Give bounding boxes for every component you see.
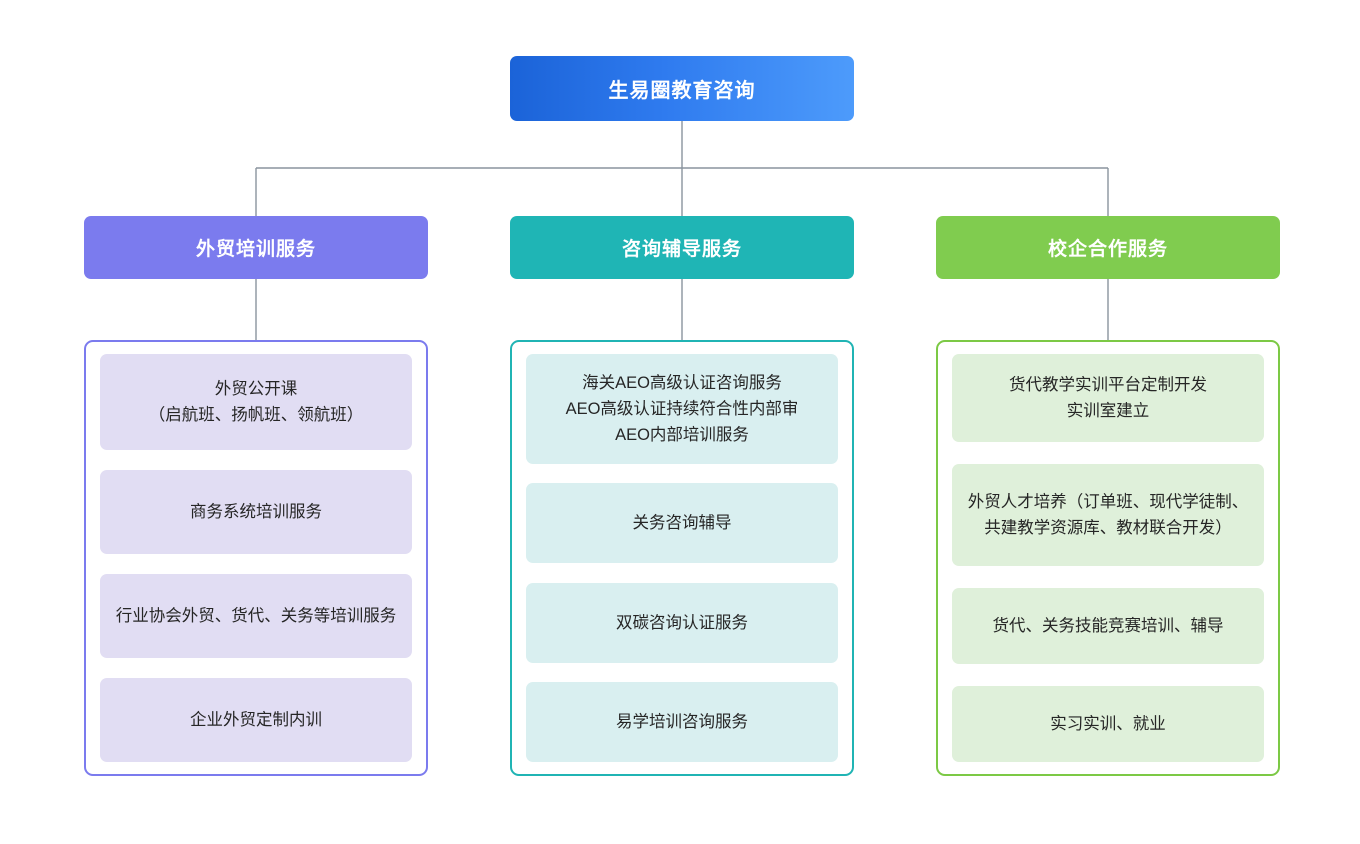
- list-item[interactable]: 货代教学实训平台定制开发 实训室建立: [952, 354, 1264, 442]
- branch-header-consulting[interactable]: 咨询辅导服务: [510, 216, 854, 279]
- list-item[interactable]: 双碳咨询认证服务: [526, 582, 838, 663]
- branch-column-training: 外贸培训服务 外贸公开课 （启航班、扬帆班、领航班） 商务系统培训服务 行业协会…: [84, 216, 428, 776]
- list-item[interactable]: 货代、关务技能竞赛培训、辅导: [952, 588, 1264, 664]
- list-item[interactable]: 外贸公开课 （启航班、扬帆班、领航班）: [100, 354, 412, 450]
- branch-panel-training: 外贸公开课 （启航班、扬帆班、领航班） 商务系统培训服务 行业协会外贸、货代、关…: [84, 340, 428, 776]
- list-item[interactable]: 企业外贸定制内训: [100, 678, 412, 762]
- branch-header-school-enterprise[interactable]: 校企合作服务: [936, 216, 1280, 279]
- branch-panel-consulting: 海关AEO高级认证咨询服务 AEO高级认证持续符合性内部审 AEO内部培训服务 …: [510, 340, 854, 776]
- branch-header-label: 咨询辅导服务: [621, 239, 742, 260]
- branch-column-school-enterprise: 校企合作服务 货代教学实训平台定制开发 实训室建立 外贸人才培养（订单班、现代学…: [936, 216, 1280, 776]
- branch-header-training[interactable]: 外贸培训服务: [84, 216, 428, 279]
- branch-column-consulting: 咨询辅导服务 海关AEO高级认证咨询服务 AEO高级认证持续符合性内部审 AEO…: [510, 216, 854, 776]
- root-node-label: 生易圈教育咨询: [608, 80, 756, 102]
- branch-header-label: 外贸培训服务: [195, 239, 316, 260]
- list-item[interactable]: 实习实训、就业: [952, 686, 1264, 762]
- branch-panel-school-enterprise: 货代教学实训平台定制开发 实训室建立 外贸人才培养（订单班、现代学徒制、共建教学…: [936, 340, 1280, 776]
- list-item[interactable]: 关务咨询辅导: [526, 483, 838, 564]
- root-node[interactable]: 生易圈教育咨询: [510, 56, 854, 121]
- list-item[interactable]: 行业协会外贸、货代、关务等培训服务: [100, 574, 412, 658]
- list-item[interactable]: 商务系统培训服务: [100, 470, 412, 554]
- list-item[interactable]: 外贸人才培养（订单班、现代学徒制、共建教学资源库、教材联合开发）: [952, 464, 1264, 566]
- branch-header-label: 校企合作服务: [1047, 239, 1168, 260]
- list-item[interactable]: 海关AEO高级认证咨询服务 AEO高级认证持续符合性内部审 AEO内部培训服务: [526, 354, 838, 464]
- list-item[interactable]: 易学培训咨询服务: [526, 681, 838, 762]
